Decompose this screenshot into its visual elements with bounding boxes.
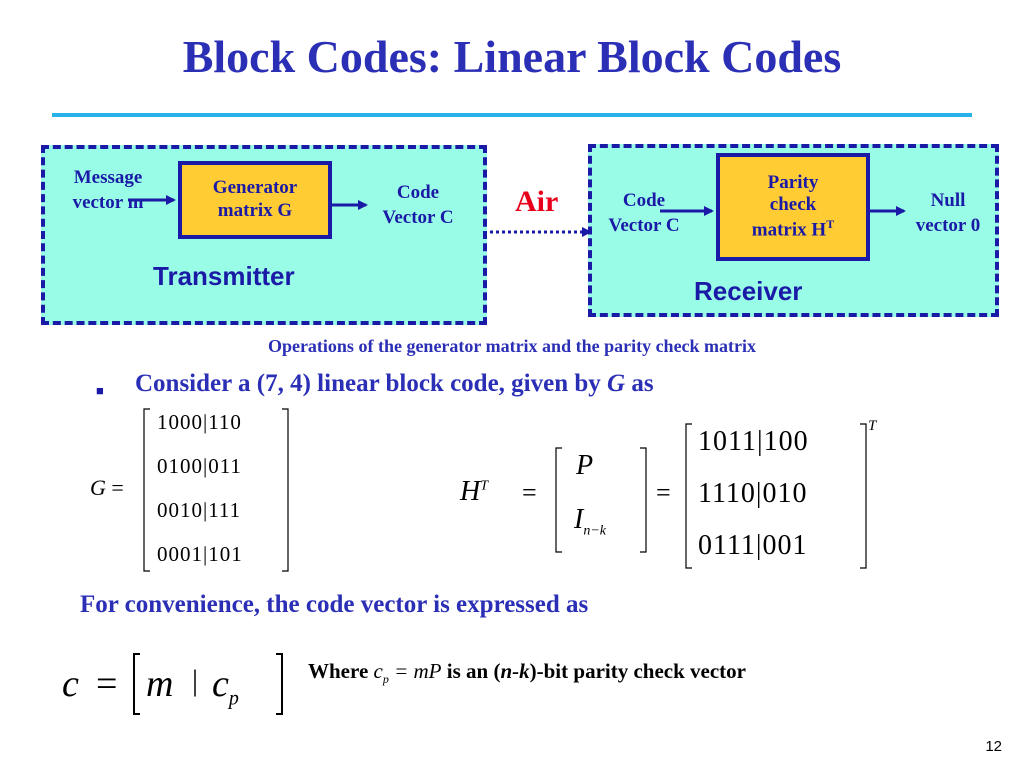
air-label: Air bbox=[515, 185, 559, 218]
message-vector-line2: vector m bbox=[72, 191, 144, 213]
h-eq: = bbox=[522, 478, 537, 507]
h-block-brackets bbox=[555, 447, 647, 553]
h-row-3: 0111|001 bbox=[698, 530, 808, 561]
diagram-arrows bbox=[128, 195, 906, 237]
g-eq: = bbox=[111, 475, 124, 500]
bullet-text-italic: G bbox=[607, 370, 626, 397]
cv-lhs: c bbox=[62, 663, 79, 705]
h-transpose: T bbox=[868, 418, 877, 434]
generator-matrix-line2: matrix G bbox=[217, 200, 293, 221]
page-title: Block Codes: Linear Block Codes bbox=[182, 31, 842, 82]
where-eq: = mP bbox=[388, 659, 442, 683]
null-vector-label: Null vector 0 bbox=[898, 189, 998, 238]
h-matrix-equation: HT = P In−k = 1011|100 1110|010 0111|001… bbox=[460, 418, 880, 573]
bullet-square-icon: ■ bbox=[96, 383, 104, 398]
convenience-text: For convenience, the code vector is expr… bbox=[80, 591, 589, 618]
g-row-3: 0010|111 bbox=[157, 498, 242, 522]
tx-code-vector-line2: Vector C bbox=[382, 206, 454, 228]
h-lhs-symbol: H bbox=[460, 476, 481, 507]
bullet-text-after: as bbox=[625, 370, 654, 397]
generator-matrix-box: Generator matrix G bbox=[178, 161, 332, 239]
transmitter-label: Transmitter bbox=[153, 261, 295, 291]
parity-check-matrix-box: Parity check matrix HT bbox=[716, 153, 870, 261]
g-matrix-equation: G = 1000|110 0100|011 0010|111 0001|101 bbox=[90, 405, 300, 575]
parity-matrix-line3: matrix HT bbox=[752, 217, 834, 242]
h-eq2: = bbox=[656, 478, 671, 507]
diagram-caption: Operations of the generator matrix and t… bbox=[0, 336, 1024, 357]
h-row-1: 1011|100 bbox=[698, 426, 809, 457]
parity-matrix-line3-text: matrix H bbox=[751, 219, 827, 241]
where-nk: n-k bbox=[500, 659, 530, 683]
message-vector-line1: Message bbox=[73, 167, 143, 188]
g-lhs-symbol: G bbox=[90, 475, 106, 500]
h-row-2: 1110|010 bbox=[698, 478, 808, 509]
where-cp-symbol: c bbox=[373, 659, 383, 683]
cv-cp-sub: p bbox=[228, 687, 239, 710]
cv-brackets bbox=[133, 653, 283, 715]
g-row-1: 1000|110 bbox=[157, 410, 242, 434]
parity-matrix-sup: T bbox=[826, 217, 835, 232]
message-vector-label: Message vector m bbox=[52, 166, 164, 215]
cv-sep: | bbox=[192, 664, 199, 697]
generator-matrix-line1: Generator bbox=[212, 177, 298, 199]
where-middle: is an ( bbox=[441, 659, 501, 683]
title-underline bbox=[52, 113, 972, 117]
where-text: Where cp = mP is an (n-k)-bit parity che… bbox=[308, 659, 746, 687]
cv-m: m bbox=[146, 663, 174, 705]
h-block-top: P bbox=[576, 450, 594, 481]
rx-code-vector-label: Code Vector C bbox=[592, 189, 696, 238]
g-row-2: 0100|011 bbox=[157, 454, 242, 478]
g-row-4: 0001|101 bbox=[157, 542, 243, 566]
cv-cp: cp bbox=[212, 662, 239, 711]
bullet-text: Consider a (7, 4) linear block code, giv… bbox=[135, 370, 654, 398]
null-vector-line2: vector 0 bbox=[915, 214, 981, 236]
rx-code-vector-line1: Code bbox=[622, 190, 666, 211]
where-cp-sub: p bbox=[382, 672, 389, 687]
receiver-label: Receiver bbox=[694, 276, 803, 306]
caption-rest: of the generator matrix and the parity c… bbox=[353, 336, 757, 356]
cv-cp-symbol: c bbox=[212, 663, 229, 705]
tx-code-vector-line1: Code bbox=[396, 182, 440, 203]
h-lhs: HT bbox=[460, 476, 488, 508]
h-block-bottom: In−k bbox=[574, 504, 606, 540]
g-lhs: G = bbox=[90, 475, 124, 501]
h-lhs-sup: T bbox=[480, 478, 489, 494]
h-block-bottom-symbol: I bbox=[574, 504, 584, 535]
caption-bold: Operations bbox=[267, 336, 354, 356]
where-prefix: Where bbox=[308, 659, 374, 683]
bullet-text-before: Consider a (7, 4) linear block code, giv… bbox=[135, 370, 608, 397]
h-brackets bbox=[685, 423, 867, 569]
null-vector-line1: Null bbox=[930, 190, 966, 211]
cv-eq: = bbox=[96, 663, 118, 705]
tx-code-vector-label: Code Vector C bbox=[360, 181, 476, 230]
page-number: 12 bbox=[985, 738, 1002, 755]
where-cp: cp = mP bbox=[373, 659, 442, 687]
g-brackets bbox=[143, 408, 289, 572]
code-vector-equation: c = m | cp bbox=[62, 650, 283, 720]
h-block-bottom-sub: n−k bbox=[583, 523, 606, 539]
parity-matrix-line2: check bbox=[769, 194, 817, 216]
parity-matrix-line1: Parity bbox=[767, 171, 819, 193]
where-suffix: )-bit parity check vector bbox=[529, 659, 746, 683]
rx-code-vector-line2: Vector C bbox=[608, 214, 680, 236]
